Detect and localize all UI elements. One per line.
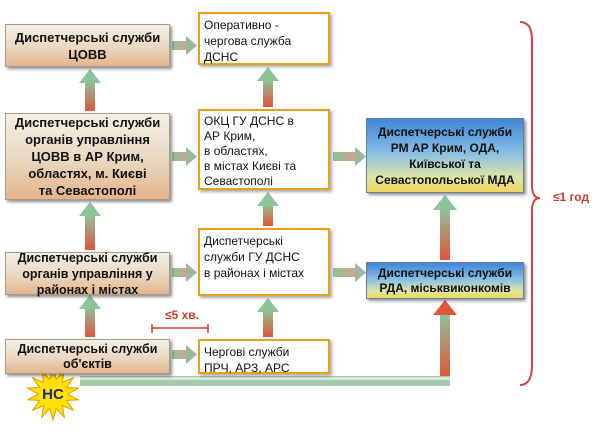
emergency-burst-icon bbox=[25, 366, 81, 422]
brace-1hour bbox=[519, 21, 541, 386]
arrow-left-b4-b3 bbox=[79, 295, 101, 337]
box-okts-gu-dsns: ОКЦ ГУ ДСНС в АР Крим, в областях, в міс… bbox=[198, 109, 330, 190]
arrow-h-b1-m1 bbox=[172, 36, 197, 55]
arrow-left-b3-b2 bbox=[79, 202, 101, 250]
box-dispatch-tsovv: Диспетчерські служби ЦОВВ bbox=[5, 24, 170, 67]
arrow-right-r2-r1 bbox=[433, 195, 457, 260]
box-dispatch-district-authorities: Диспетчерські служби органів управління … bbox=[5, 251, 170, 297]
arrow-left-b2-b1 bbox=[79, 69, 101, 111]
bottom-connector-line bbox=[80, 376, 450, 386]
arrow-h-b4-m4 bbox=[172, 345, 197, 364]
box-dispatch-gu-dsns-districts: Диспетчерські служби ГУ ДСНС в районах і… bbox=[198, 228, 330, 296]
label-emergency: НС bbox=[42, 385, 64, 403]
label-time-5min: ≤5 хв. bbox=[165, 308, 199, 322]
box-operative-duty-dsns: Оперативно - чергова служба ДСНС bbox=[198, 12, 330, 65]
arrow-h-b3-m3 bbox=[172, 263, 197, 282]
arrow-mid-m4-m3 bbox=[257, 298, 279, 337]
box-dispatch-regional-authorities: Диспетчерські служби органів управління … bbox=[5, 113, 170, 200]
arrow-h-m2-r1 bbox=[333, 147, 366, 166]
arrow-mid-m2-m1 bbox=[257, 67, 279, 107]
box-dispatch-rm-crimea-oda: Диспетчерські служби РМ АР Крим, ОДА, Ки… bbox=[366, 118, 524, 193]
arrow-right-ns-r2 bbox=[433, 300, 457, 378]
box-dispatch-rda: Диспетчерські служби РДА, міськвиконкомі… bbox=[366, 262, 524, 299]
arrow-h-b2-m2 bbox=[172, 147, 197, 166]
arrow-mid-m3-m2 bbox=[257, 192, 279, 226]
label-time-1year: ≤1 год bbox=[552, 190, 590, 204]
bracket-5min bbox=[151, 324, 209, 333]
box-duty-services-prch: Чергові служби ПРЧ, АРЗ, АРС bbox=[198, 339, 330, 375]
box-dispatch-objects: Диспетчерські служби об'єктів bbox=[5, 339, 170, 374]
arrow-h-m3-r2 bbox=[333, 263, 366, 282]
